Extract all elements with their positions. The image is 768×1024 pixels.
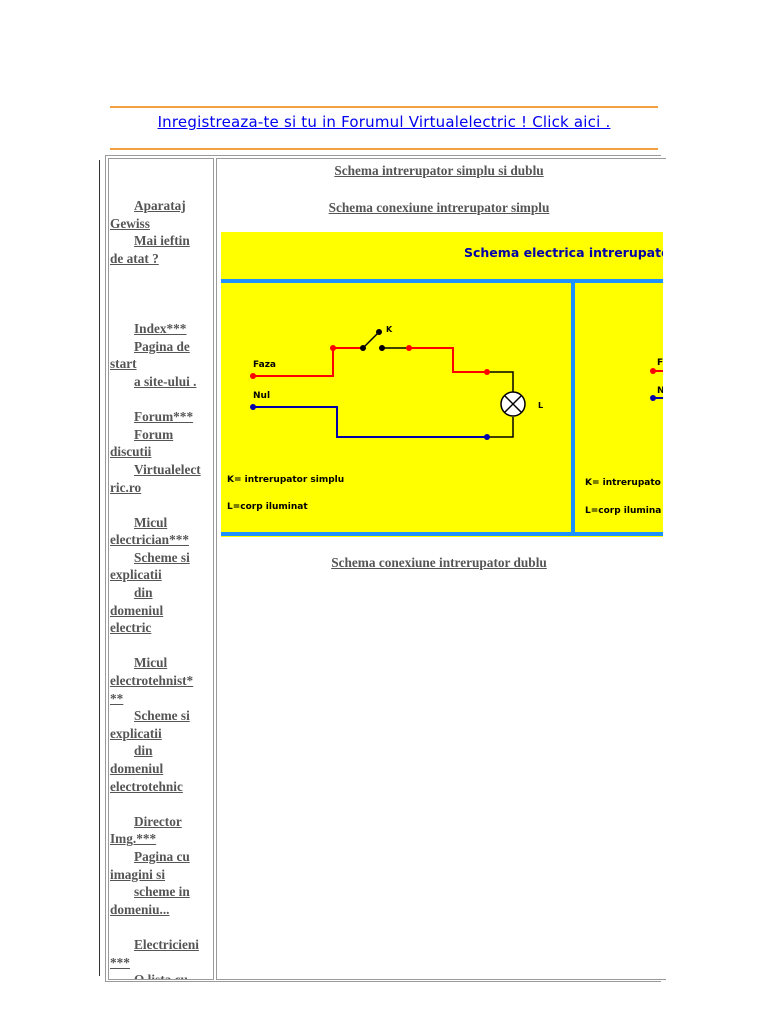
phase-wire-out xyxy=(409,347,487,373)
lamp-l-label: L xyxy=(538,401,543,410)
sidebar-link[interactable]: start xyxy=(110,356,137,372)
right-nul-terminal xyxy=(650,395,656,401)
page-left-border xyxy=(99,160,100,976)
sidebar-link[interactable]: Virtualelect xyxy=(134,461,201,477)
right-nul-label: N xyxy=(657,386,663,396)
lamp-cross xyxy=(504,395,522,413)
sidebar-link[interactable]: Electricieni xyxy=(134,936,199,952)
diagram-frame-bottom xyxy=(221,532,663,536)
sidebar-link[interactable]: Micul xyxy=(134,514,168,530)
faza-terminal xyxy=(250,373,256,379)
neutral-wire xyxy=(253,406,487,438)
sidebar-link[interactable]: Scheme si xyxy=(134,708,190,724)
sidebar-link[interactable]: Forum*** xyxy=(134,409,194,425)
sidebar-link[interactable]: Forum xyxy=(134,426,174,442)
bottom-divider xyxy=(110,148,658,150)
main-content: Schema intrerupator simplu si dublu Sche… xyxy=(216,158,666,980)
nul-terminal xyxy=(250,404,256,410)
faza-label: Faza xyxy=(253,360,276,370)
diagram-background xyxy=(221,232,663,537)
legend-switch: K= intrerupator simplu xyxy=(227,475,344,485)
sidebar-link[interactable]: Director xyxy=(134,813,182,829)
sidebar-link[interactable]: Aparataj xyxy=(134,198,186,213)
legend-lamp: L=corp iluminat xyxy=(227,502,308,512)
sidebar-link[interactable]: din xyxy=(134,743,153,759)
junction-dot xyxy=(484,434,490,440)
switch-k-label: K xyxy=(386,325,393,334)
junction-dot xyxy=(330,345,336,351)
sidebar-link[interactable]: din xyxy=(134,585,153,601)
diagram-frame-divider xyxy=(571,281,575,534)
sidebar-link[interactable]: ric.ro xyxy=(110,479,142,495)
sidebar-link[interactable]: domeniu... xyxy=(110,901,170,917)
sidebar-link[interactable]: O lista cu xyxy=(134,972,188,980)
sidebar-link[interactable]: electrotehnist* xyxy=(110,673,194,689)
sidebar-link[interactable]: Gewiss xyxy=(110,215,150,231)
top-divider xyxy=(110,106,658,108)
schema-simplu-link[interactable]: Schema conexiune intrerupator simplu xyxy=(328,200,550,215)
sidebar-link[interactable]: Img.*** xyxy=(110,831,157,847)
sidebar-link[interactable]: Mai ieftin xyxy=(134,233,190,249)
sidebar-link[interactable]: ** xyxy=(110,690,124,706)
phase-wire-in xyxy=(253,347,363,377)
lamp-feed-wire xyxy=(487,371,514,392)
sidebar-group: Electricieni*** O lista cu xyxy=(110,936,213,980)
sidebar-link[interactable]: domeniul xyxy=(110,602,164,618)
sidebar-link[interactable]: discutii xyxy=(110,444,152,460)
switch-lever xyxy=(362,331,380,349)
diagram-header: Schema electrica intrerupator si xyxy=(464,245,663,260)
content-table xyxy=(105,155,661,982)
sidebar-link[interactable]: Micul xyxy=(134,655,168,671)
sidebar-link[interactable]: Scheme si xyxy=(134,549,190,565)
sidebar-link[interactable]: imagini si xyxy=(110,866,166,882)
sidebar-link[interactable]: scheme in xyxy=(134,884,190,900)
sidebar-link[interactable]: electrician*** xyxy=(110,532,190,548)
sidebar-link[interactable]: Pagina de xyxy=(134,338,190,354)
sidebar-link[interactable]: Pagina cu xyxy=(134,848,190,864)
lamp-return-wire xyxy=(487,417,514,438)
forum-register-link[interactable]: Inregistreaza-te si tu in Forumul Virtua… xyxy=(157,113,611,131)
sidebar-link[interactable]: a site-ului . xyxy=(134,373,197,389)
right-faza-label: F xyxy=(657,358,663,368)
junction-dot xyxy=(406,345,412,351)
right-legend-switch: K= intrerupato xyxy=(585,478,661,488)
sidebar-group xyxy=(110,285,213,303)
switch-contact-in xyxy=(360,345,366,351)
switch-lever-tip xyxy=(376,329,382,335)
sidebar-link[interactable]: Index*** xyxy=(134,321,187,337)
sidebar-link[interactable]: explicatii xyxy=(110,567,162,583)
nul-label: Nul xyxy=(253,391,270,401)
schema-dublu-link[interactable]: Schema conexiune intrerupator dublu xyxy=(331,555,547,570)
right-faza-terminal xyxy=(650,368,656,374)
sidebar-group: Micul electrician***Scheme si explicatii di… xyxy=(110,514,213,637)
switch-contact-out xyxy=(379,345,385,351)
sidebar-link[interactable]: explicatii xyxy=(110,725,162,741)
sidebar-link[interactable]: *** xyxy=(110,954,130,970)
right-legend-lamp: L=corp ilumina xyxy=(585,506,661,516)
sidebar-link[interactable]: domeniul xyxy=(110,761,164,776)
schema-title-link[interactable]: Schema intrerupator simplu si dublu xyxy=(334,163,544,178)
sidebar-link[interactable]: de atat ? xyxy=(110,250,159,266)
junction-dot xyxy=(484,369,490,375)
sidebar-link[interactable]: electric xyxy=(110,620,152,636)
sidebar-link xyxy=(110,285,213,303)
wiring-diagram-image: Schema electrica intrerupator si Faza Nu… xyxy=(221,232,663,537)
sidebar-link[interactable]: electrotehnic xyxy=(110,778,183,794)
diagram-frame-top xyxy=(221,279,663,283)
